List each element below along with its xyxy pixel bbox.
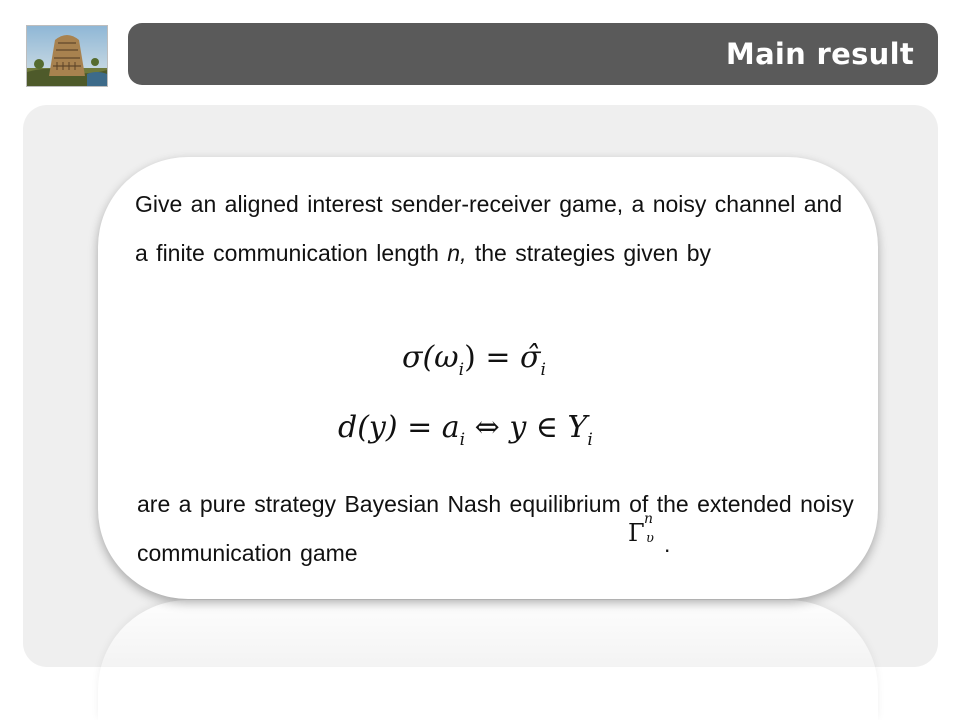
intro-text-end: the strategies given by xyxy=(466,240,711,266)
eq2-rhs-sub: i xyxy=(587,430,593,450)
eq2-lhs-sub: i xyxy=(459,430,466,450)
card-reflection xyxy=(98,600,878,720)
equation-receiver-decision: d(y) = ai ⇔ y ∈ Yi xyxy=(338,410,593,450)
conclusion-text: are a pure strategy Bayesian Nash equili… xyxy=(137,491,854,566)
eq2-iff: ⇔ xyxy=(465,410,510,445)
slide-title: Main result xyxy=(725,37,914,71)
game-symbol-sup: n xyxy=(644,511,654,527)
eq1-lhs-sub: i xyxy=(458,360,465,380)
tower-painting-icon xyxy=(27,26,107,86)
result-card xyxy=(98,157,878,599)
slide-thumbnail-image xyxy=(26,25,108,87)
eq2-rhs: y ∈ Y xyxy=(509,410,588,445)
intro-text: Give an aligned interest sender-receiver… xyxy=(135,191,843,266)
game-symbol: Γ n υ xyxy=(628,511,654,547)
theorem-statement-intro: Give an aligned interest sender-receiver… xyxy=(135,180,855,278)
eq1-rhs: σ̂ xyxy=(520,340,541,375)
eq2-lhs: d(y) = a xyxy=(338,410,460,445)
conclusion-period: . xyxy=(664,531,671,557)
title-bar: Main result xyxy=(128,23,938,85)
variable-n: n, xyxy=(447,240,467,266)
theorem-statement-conclusion: are a pure strategy Bayesian Nash equili… xyxy=(137,480,857,578)
eq1-lhs: σ(ω xyxy=(402,340,459,375)
game-symbol-base: Γ xyxy=(628,519,645,547)
game-symbol-sub: υ xyxy=(646,531,654,546)
equation-sender-strategy: σ(ωi) = σ̂i xyxy=(402,340,546,380)
eq1-rhs-sub: i xyxy=(540,360,546,380)
eq1-equals: ) = xyxy=(464,340,521,375)
